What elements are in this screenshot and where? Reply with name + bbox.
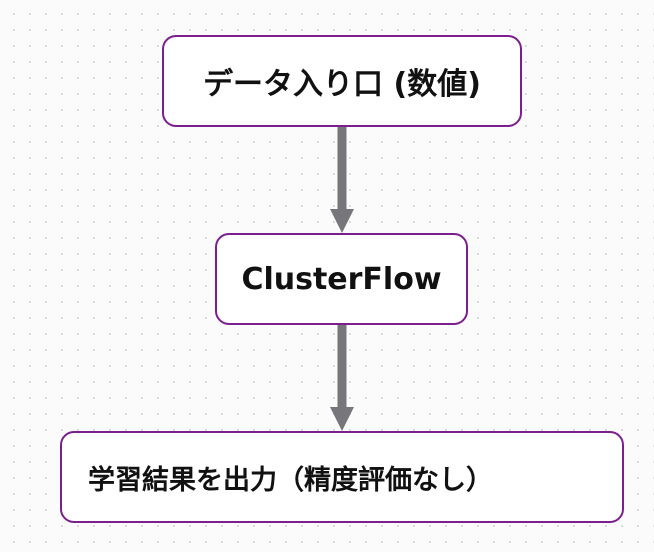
arrowhead-icon [330, 209, 354, 233]
node-label: ClusterFlow [241, 261, 442, 297]
node-label: データ入り口 (数値) [203, 67, 481, 102]
edge-cluster-to-output [330, 325, 354, 431]
node-data-input[interactable]: データ入り口 (数値) [162, 35, 522, 127]
node-label: 学習結果を出力（精度評価なし） [88, 464, 493, 496]
arrowhead-icon [330, 407, 354, 431]
node-output-results[interactable]: 学習結果を出力（精度評価なし） [60, 431, 624, 523]
edge-input-to-cluster [330, 127, 354, 233]
node-clusterflow[interactable]: ClusterFlow [215, 233, 468, 325]
